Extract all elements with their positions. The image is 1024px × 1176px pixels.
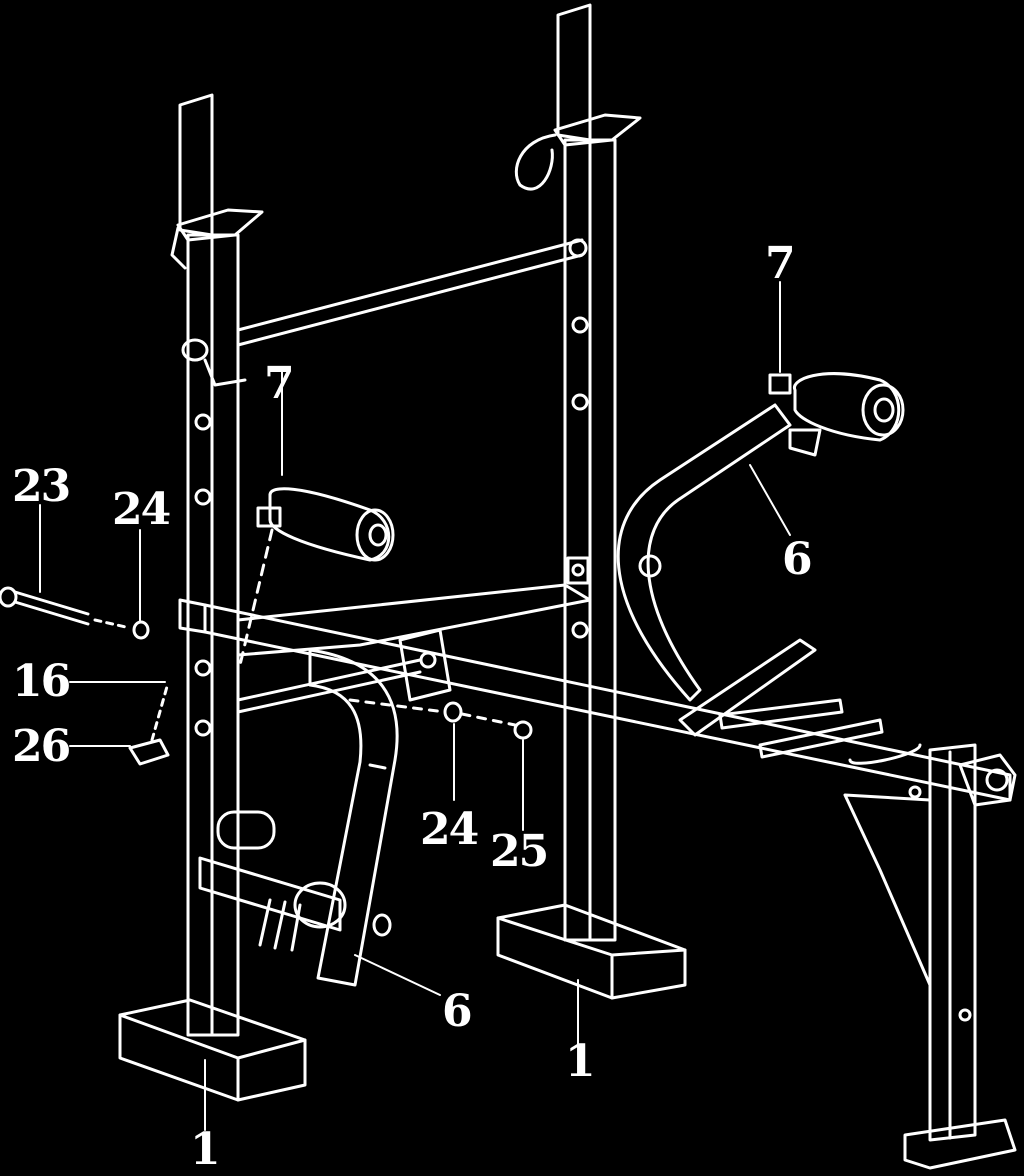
callout-7-left: 7 [264, 358, 295, 409]
upper-crossbar [181, 238, 588, 387]
callout-26: 26 [12, 721, 71, 772]
callout-24-left: 24 [112, 484, 171, 535]
right-upright-post [496, 3, 687, 1000]
callout-7-right: 7 [765, 238, 796, 289]
bolt-23 [0, 586, 132, 630]
callout-16: 16 [12, 656, 71, 707]
bench-rail [178, 598, 1012, 802]
callout-25: 25 [490, 826, 549, 877]
leader-lines [39, 464, 791, 1131]
rear-leg [843, 743, 1017, 1170]
lower-pad-tube [198, 810, 347, 952]
callout-1-right: 1 [565, 1036, 596, 1087]
callout-23: 23 [12, 461, 71, 512]
callout-6-lower: 6 [442, 986, 473, 1037]
callout-6-upper: 6 [782, 534, 813, 585]
callout-24-right: 24 [420, 804, 479, 855]
left-upright-post [118, 93, 307, 1102]
washer-24-left [132, 620, 150, 640]
plug-26 [128, 681, 170, 766]
middle-frame [236, 556, 592, 714]
left-leg-arm [308, 648, 399, 987]
left-roller [238, 369, 395, 667]
callout-1-left: 1 [190, 1124, 221, 1175]
right-back-arm [616, 281, 905, 702]
lever-handle [678, 638, 922, 765]
nut-25 [513, 720, 533, 740]
washer-24-right [348, 698, 517, 727]
